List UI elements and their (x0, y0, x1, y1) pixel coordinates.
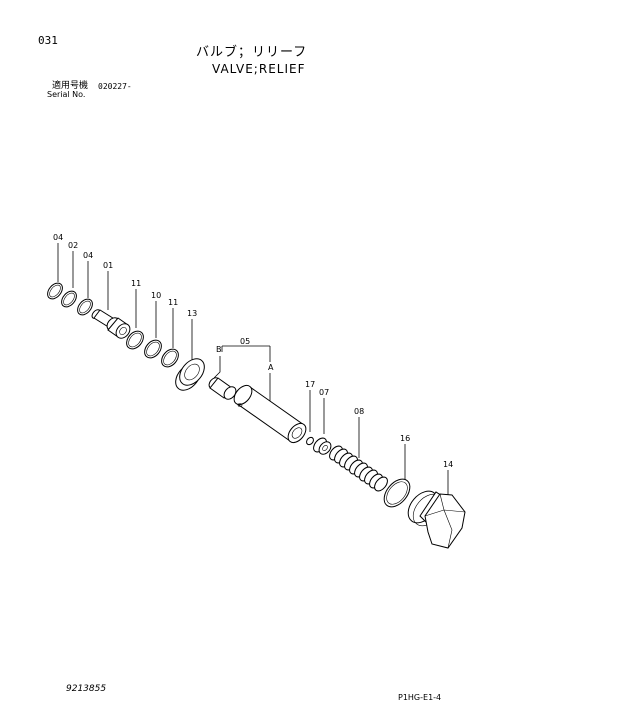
label-05: 05 (240, 337, 250, 346)
label-16: 16 (400, 434, 410, 443)
label-01: 01 (103, 261, 113, 270)
title-japanese: バルブ；リリーフ (196, 45, 308, 60)
serial-label-japanese: 適用号機 (52, 81, 89, 91)
label-B: B (216, 345, 222, 354)
label-11a: 11 (131, 279, 141, 288)
part-14-plug (407, 490, 466, 549)
page-code: P1HG-E1-4 (398, 693, 442, 702)
label-A: A (268, 363, 274, 372)
part-01-poppet (91, 309, 131, 339)
label-04b: 04 (83, 251, 93, 260)
part-17-ring (306, 436, 314, 446)
part-02-backup-ring (61, 290, 77, 308)
serial-label-english: Serial No. (47, 90, 86, 99)
serial-value: 020227- (98, 82, 132, 91)
part-10-backup-ring (144, 339, 162, 359)
label-08: 08 (354, 407, 364, 416)
label-02: 02 (68, 241, 78, 250)
document-number: 9213855 (66, 684, 107, 694)
part-13-sleeve (175, 358, 205, 391)
label-07: 07 (319, 388, 329, 397)
part-04b-oring (77, 298, 93, 316)
leader-lines (57, 243, 449, 502)
part-11b-oring (161, 348, 179, 368)
label-17: 17 (305, 380, 315, 389)
part-16-oring (383, 478, 411, 508)
label-13: 13 (187, 309, 197, 318)
part-07-spring-seat (313, 437, 332, 455)
part-11a-oring (126, 330, 144, 350)
title-english: VALVE;RELIEF (212, 62, 306, 76)
part-05-piston (208, 377, 307, 444)
part-04-oring (47, 282, 63, 300)
label-14: 14 (443, 460, 453, 469)
label-04a: 04 (53, 233, 63, 242)
part-08-spring (329, 445, 388, 492)
label-11b: 11 (168, 298, 178, 307)
label-10: 10 (151, 291, 161, 300)
page-number: 031 (38, 34, 58, 47)
